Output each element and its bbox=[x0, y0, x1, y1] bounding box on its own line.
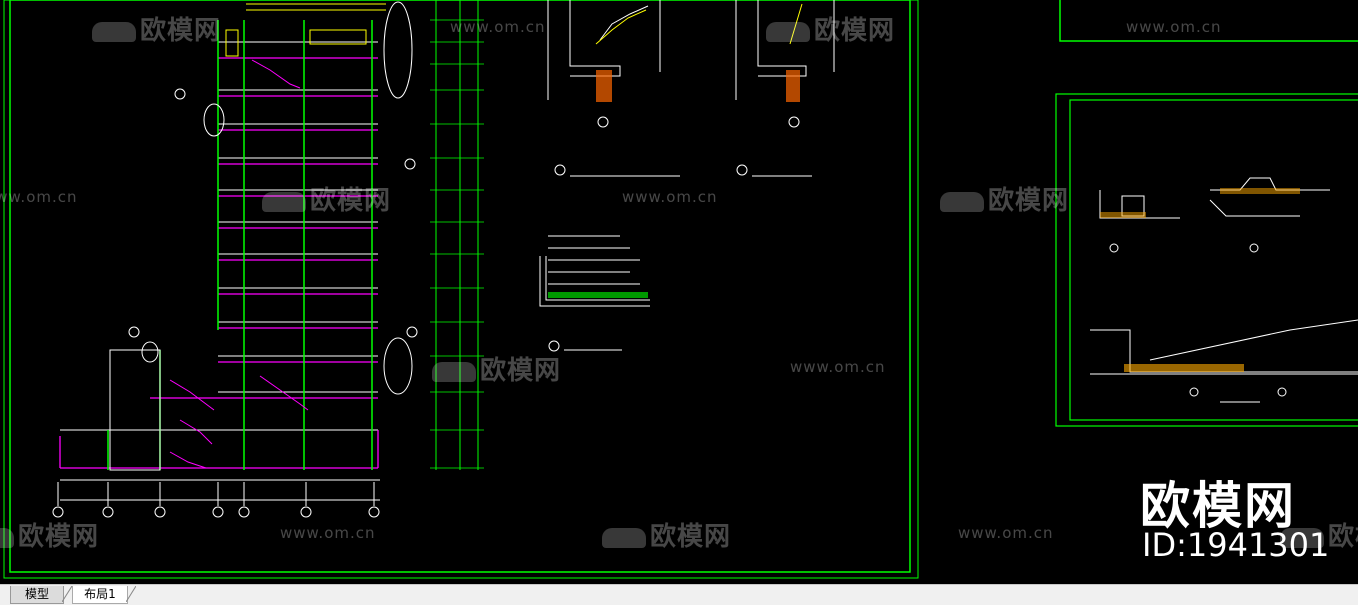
sofa-logo-icon bbox=[766, 21, 810, 42]
sofa-logo-icon bbox=[602, 527, 646, 548]
model-id: ID:1941301 bbox=[1142, 526, 1330, 564]
watermark-url: www.om.cn bbox=[450, 18, 546, 36]
tab-model[interactable]: 模型 bbox=[10, 586, 64, 604]
watermark-brand: 欧模网 bbox=[262, 180, 391, 217]
watermark-brand: 欧模网 bbox=[766, 10, 895, 47]
watermark-brand: 欧模网 bbox=[1280, 516, 1358, 553]
sofa-logo-icon bbox=[940, 191, 984, 212]
layout-tab-bar: 模型 布局1 bbox=[0, 584, 1358, 605]
sofa-logo-icon bbox=[0, 527, 14, 548]
watermark-brand: 欧模网 bbox=[432, 350, 561, 387]
sofa-logo-icon bbox=[262, 191, 306, 212]
tab-separator-icon bbox=[126, 586, 136, 602]
watermark-url: www.om.cn bbox=[1126, 18, 1222, 36]
sofa-logo-icon bbox=[92, 21, 136, 42]
watermark-url: www.om.cn bbox=[790, 358, 886, 376]
drawing-canvas[interactable]: 欧模网 欧模网 欧模网 欧模网 欧模网 欧模网 欧模网 欧模网 www.om.c… bbox=[0, 0, 1358, 584]
brand-title: 欧模网 bbox=[1140, 477, 1296, 535]
watermark-url: www.om.cn bbox=[0, 188, 78, 206]
watermark-brand: 欧模网 bbox=[92, 10, 221, 47]
watermark-url: www.om.cn bbox=[958, 524, 1054, 542]
sofa-logo-icon bbox=[1280, 527, 1324, 548]
watermark-url: www.om.cn bbox=[280, 524, 376, 542]
watermark-url: www.om.cn bbox=[622, 188, 718, 206]
watermark-brand: 欧模网 bbox=[602, 516, 731, 553]
tab-separator-icon bbox=[62, 586, 72, 602]
tab-layout1[interactable]: 布局1 bbox=[72, 586, 128, 604]
sofa-logo-icon bbox=[432, 361, 476, 382]
cad-drawing bbox=[3, 0, 1358, 579]
watermark-brand: 欧模网 bbox=[940, 180, 1069, 217]
watermark-brand: 欧模网 bbox=[0, 516, 99, 553]
